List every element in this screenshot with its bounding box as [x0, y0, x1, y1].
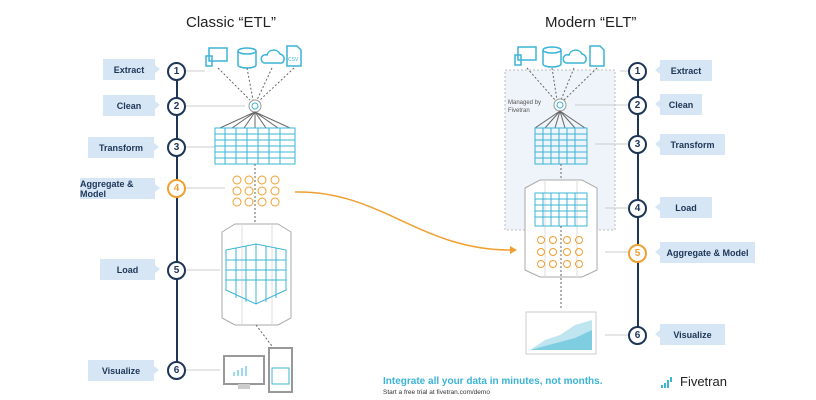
classic-step-1-badge: 1	[167, 62, 186, 81]
modern-step-2-badge: 2	[628, 96, 647, 115]
clean-sync-icon	[248, 99, 262, 113]
csv-file-icon	[286, 45, 302, 67]
modern-step-4-badge: 4	[628, 199, 647, 218]
classic-timeline	[176, 71, 178, 371]
cta-subtext[interactable]: Start a free trial at fivetran.com/demo	[383, 389, 490, 396]
managed-by-label: Managed by Fivetran	[508, 100, 542, 114]
classic-step-6-badge: 6	[167, 361, 186, 380]
transform-table-icon	[214, 127, 296, 165]
classic-step-load: Load	[100, 259, 160, 280]
csv-text: CSV	[288, 57, 299, 63]
modern-step-3-badge: 3	[628, 135, 647, 154]
cube-icon	[225, 243, 287, 305]
phone-icon	[205, 55, 213, 67]
classic-step-3-badge: 3	[167, 138, 186, 157]
source-icons-classic	[205, 45, 302, 69]
modern-step-aggregate: Aggregate & Model	[655, 242, 755, 263]
source-icons-modern	[514, 45, 605, 68]
modern-step-1-badge: 1	[628, 62, 647, 81]
database-icon	[237, 47, 257, 55]
laptop-icon	[208, 47, 228, 62]
modern-step-5-badge: 5	[628, 244, 647, 263]
modern-step-clean: Clean	[655, 94, 702, 115]
classic-step-aggregate: Aggregate & Model	[80, 178, 160, 199]
fivetran-logo-icon	[661, 376, 672, 388]
classic-step-transform: Transform	[88, 137, 159, 158]
modern-step-extract: Extract	[655, 60, 712, 81]
move-arrow	[294, 191, 511, 251]
cloud-icon	[260, 49, 285, 64]
modern-step-transform: Transform	[655, 134, 725, 155]
dashboard-chart-icon	[525, 311, 597, 355]
classic-step-clean: Clean	[103, 95, 160, 116]
modern-step-load: Load	[655, 197, 712, 218]
modern-elt-title: Modern “ELT”	[545, 14, 637, 31]
classic-step-extract: Extract	[103, 59, 160, 80]
classic-step-5-badge: 5	[167, 261, 186, 280]
brand-name: Fivetran	[680, 374, 727, 389]
classic-step-2-badge: 2	[167, 97, 186, 116]
classic-step-4-badge: 4	[167, 179, 186, 198]
modern-step-6-badge: 6	[628, 326, 647, 345]
classic-step-visualize: Visualize	[88, 360, 159, 381]
fivetran-logo: Fivetran	[660, 374, 727, 389]
aggregate-ops-icon	[232, 175, 280, 207]
classic-etl-title: Classic “ETL”	[186, 14, 277, 31]
modern-step-visualize: Visualize	[655, 324, 725, 345]
computer-server-icon	[223, 347, 293, 393]
cta-headline: Integrate all your data in minutes, not …	[383, 376, 603, 387]
